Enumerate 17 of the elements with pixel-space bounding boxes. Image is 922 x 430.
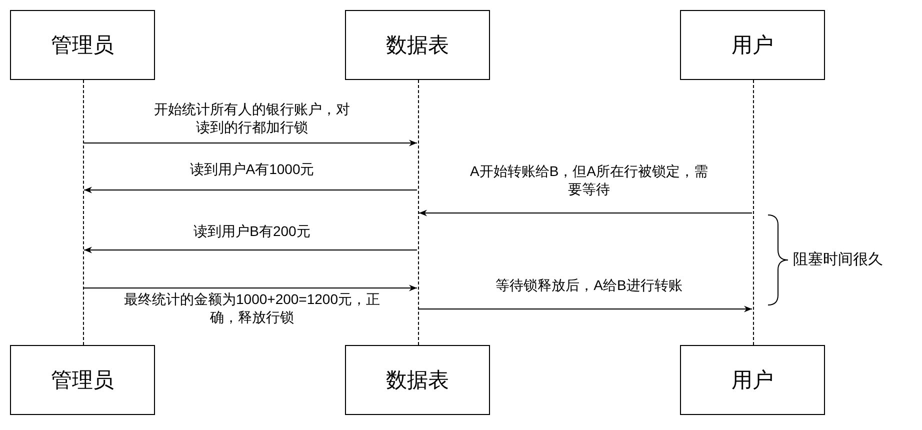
note-text: 阻塞时间很久 [793,250,883,269]
lifeline [752,80,754,345]
participant-box: 数据表 [345,345,490,415]
lifeline [418,80,420,345]
message-arrow [84,140,418,146]
participant-box: 管理员 [10,10,155,80]
message-arrow [418,306,752,312]
message-arrow [418,210,752,216]
participant-box: 用户 [680,345,825,415]
message-arrow [84,284,418,292]
participant-box: 管理员 [10,345,155,415]
message-arrow [84,246,418,254]
edge-label: 开始统计所有人的银行账户，对读到的行都加行锁 [152,100,352,136]
lifeline [82,80,84,345]
participant-box: 数据表 [345,10,490,80]
participant-box: 用户 [680,10,825,80]
message-arrow [84,186,418,194]
